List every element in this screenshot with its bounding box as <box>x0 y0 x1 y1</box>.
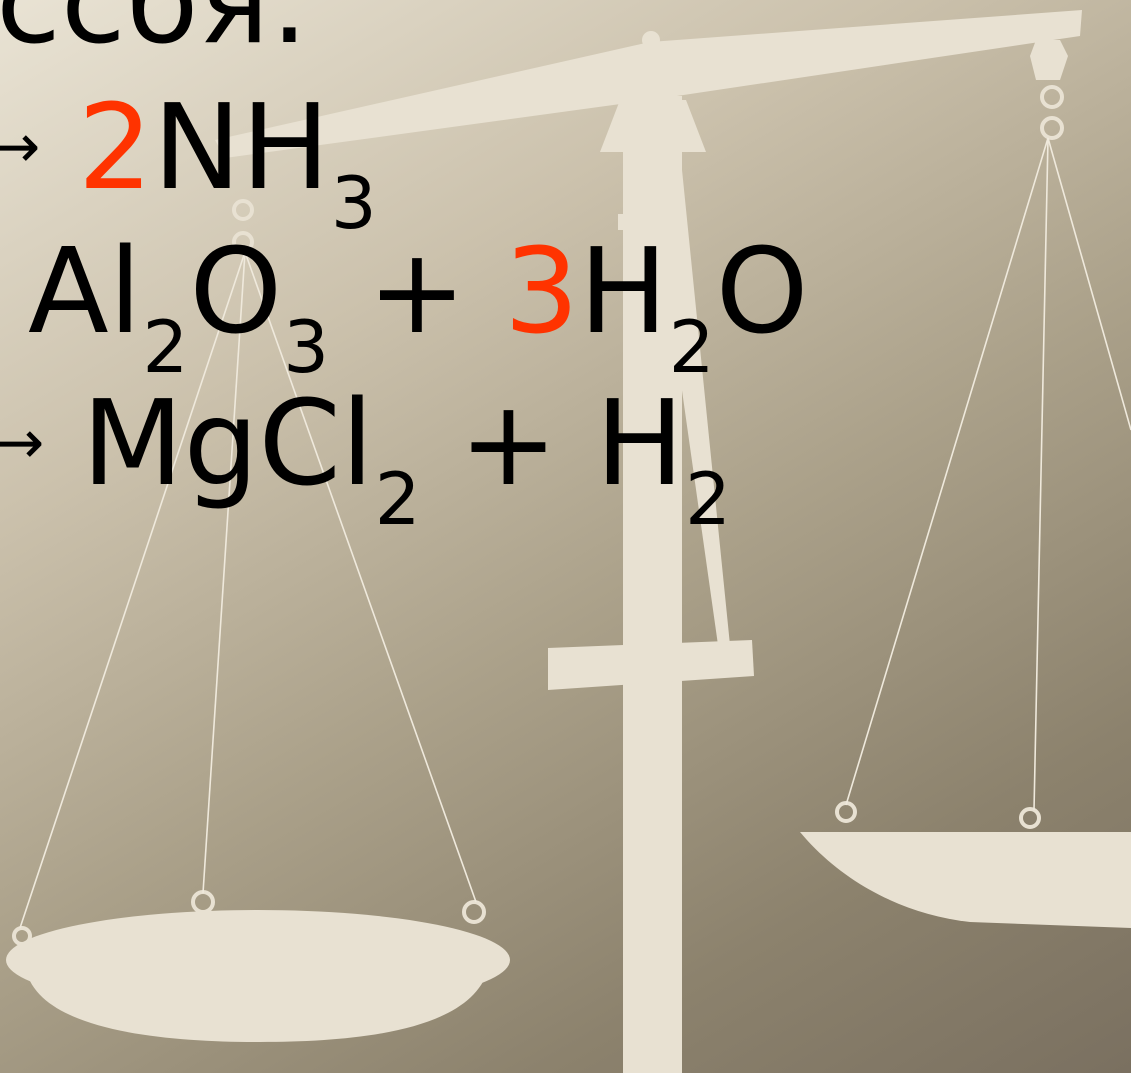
formula: Al <box>28 222 142 360</box>
subscript: 2 <box>142 304 189 389</box>
coefficient: 2 <box>77 78 153 216</box>
subscript: 3 <box>330 160 377 245</box>
coefficient: 3 <box>503 222 580 360</box>
formula: O <box>715 222 809 360</box>
left-pan <box>26 970 488 1042</box>
scale-pointer <box>648 150 730 645</box>
plus-sign: + <box>367 222 467 360</box>
slide-title-fragment: ссбя: <box>0 0 309 60</box>
subscript: 2 <box>685 456 731 541</box>
equation-1: → 2NH3 <box>0 88 378 239</box>
formula: H <box>595 374 685 512</box>
subscript: 3 <box>283 304 330 389</box>
scale-post-cap <box>600 100 706 152</box>
equation-3: → MgCl2 + H2 <box>0 384 732 535</box>
plus-sign: + <box>459 374 558 512</box>
title-text: ссбя: <box>0 0 310 70</box>
right-pan <box>800 832 1131 928</box>
formula: MgCl <box>81 374 374 512</box>
formula: NH <box>152 78 330 216</box>
scale-beam <box>215 10 1082 158</box>
reaction-arrow: → <box>0 112 41 182</box>
formula: H <box>579 222 668 360</box>
scale-crossbar <box>548 640 754 690</box>
subscript: 2 <box>374 456 421 541</box>
reaction-arrow: → <box>0 408 45 478</box>
subscript: 2 <box>668 304 715 389</box>
formula: O <box>189 222 283 360</box>
equation-2: Al2O3 + 3H2O <box>28 232 808 383</box>
